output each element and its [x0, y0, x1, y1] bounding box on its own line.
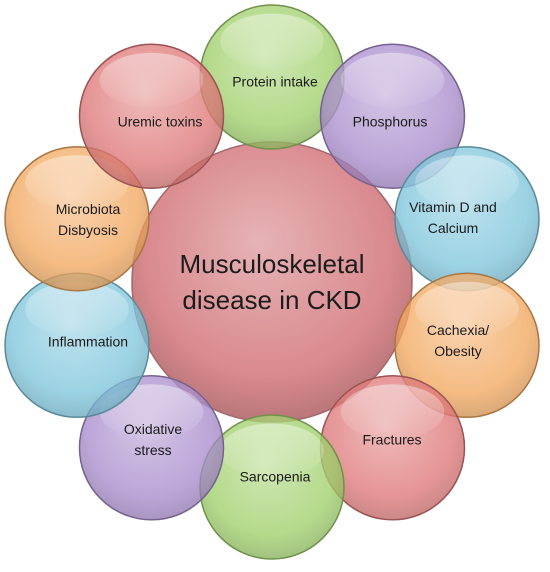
- node-gloss-cachexia-obesity: [415, 281, 519, 337]
- node-phosphorus: [319, 43, 466, 189]
- node-microbiota-disbyosis: [4, 145, 150, 292]
- center-title: Musculoskeletal disease in CKD: [179, 249, 365, 315]
- node-uremic-toxins: [78, 43, 225, 189]
- node-gloss-protein-intake: [220, 13, 324, 69]
- node-inflammation: [4, 272, 150, 419]
- node-gloss-vitamin-d-calcium: [415, 155, 519, 211]
- node-gloss-phosphorus: [340, 52, 445, 108]
- node-vitamin-d-calcium: [394, 145, 540, 292]
- node-gloss-inflammation: [25, 281, 129, 337]
- node-gloss-sarcopenia: [220, 423, 324, 479]
- node-gloss-fractures: [340, 384, 445, 440]
- node-sarcopenia: [199, 414, 345, 560]
- node-gloss-uremic-toxins: [99, 52, 204, 108]
- node-cachexia-obesity: [394, 272, 540, 419]
- node-fractures: [319, 375, 466, 521]
